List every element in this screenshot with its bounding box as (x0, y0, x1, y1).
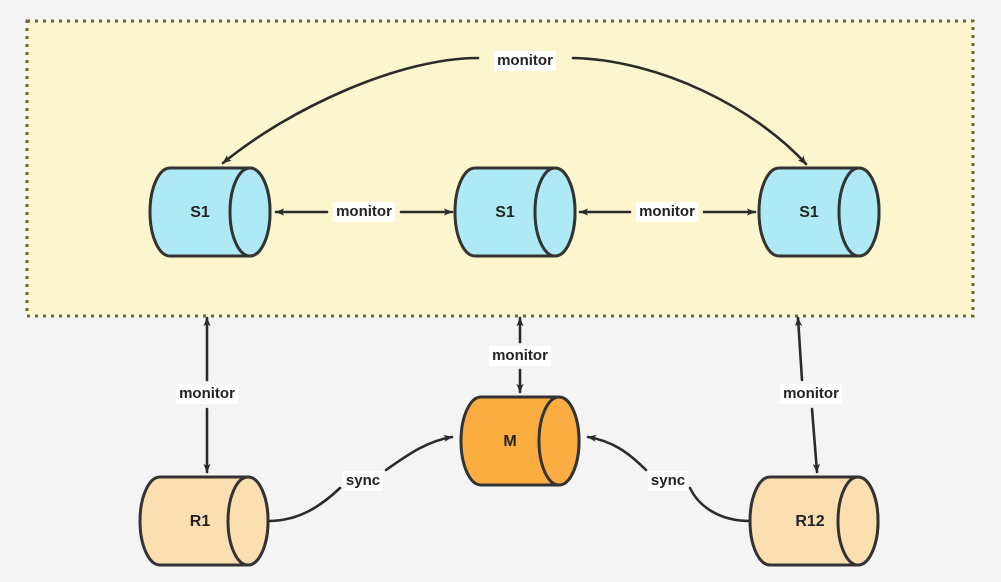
edge-label-r1-sync: sync (342, 471, 384, 491)
edge-label-center-right: monitor (636, 202, 698, 222)
edge-r12-group-down (810, 407, 820, 474)
edge-label-m-group: monitor (489, 346, 551, 366)
node-s1-right-cap (837, 166, 881, 258)
node-r1[interactable]: R1 (138, 475, 270, 567)
node-s1-center-label: S1 (495, 204, 515, 221)
edge-label-r12-sync: sync (647, 471, 689, 491)
edge-layer (203, 56, 820, 523)
node-m-master-cap (537, 395, 581, 487)
edge-r1-sync-a (266, 486, 342, 523)
node-r12-cap (836, 475, 880, 567)
node-s1-left[interactable]: S1 (148, 166, 272, 258)
edge-r1-sync-b (384, 434, 454, 472)
node-s1-left-label: S1 (190, 204, 210, 221)
edge-r12-group-up (794, 316, 804, 382)
edge-label-r12-group: monitor (780, 384, 842, 404)
edge-r12-sync-a (688, 486, 752, 523)
node-s1-right-label: S1 (799, 204, 819, 221)
node-s1-center-cap (533, 166, 577, 258)
node-r12-label: R12 (795, 513, 824, 530)
edge-arc-top-left-half (221, 56, 480, 165)
edge-arc-top-right-half (571, 56, 808, 166)
node-s1-center[interactable]: S1 (453, 166, 577, 258)
edge-label-left-center: monitor (333, 202, 395, 222)
node-r1-label: R1 (190, 513, 211, 530)
node-m-master-label: M (503, 433, 516, 450)
edge-label-r1-group: monitor (176, 384, 238, 404)
node-s1-left-cap (228, 166, 272, 258)
node-s1-right[interactable]: S1 (757, 166, 881, 258)
node-r12[interactable]: R12 (748, 475, 880, 567)
node-m-master[interactable]: M (459, 395, 581, 487)
edge-label-arc-top: monitor (494, 51, 556, 71)
edge-r12-sync-b (586, 434, 648, 472)
node-r1-cap (226, 475, 270, 567)
